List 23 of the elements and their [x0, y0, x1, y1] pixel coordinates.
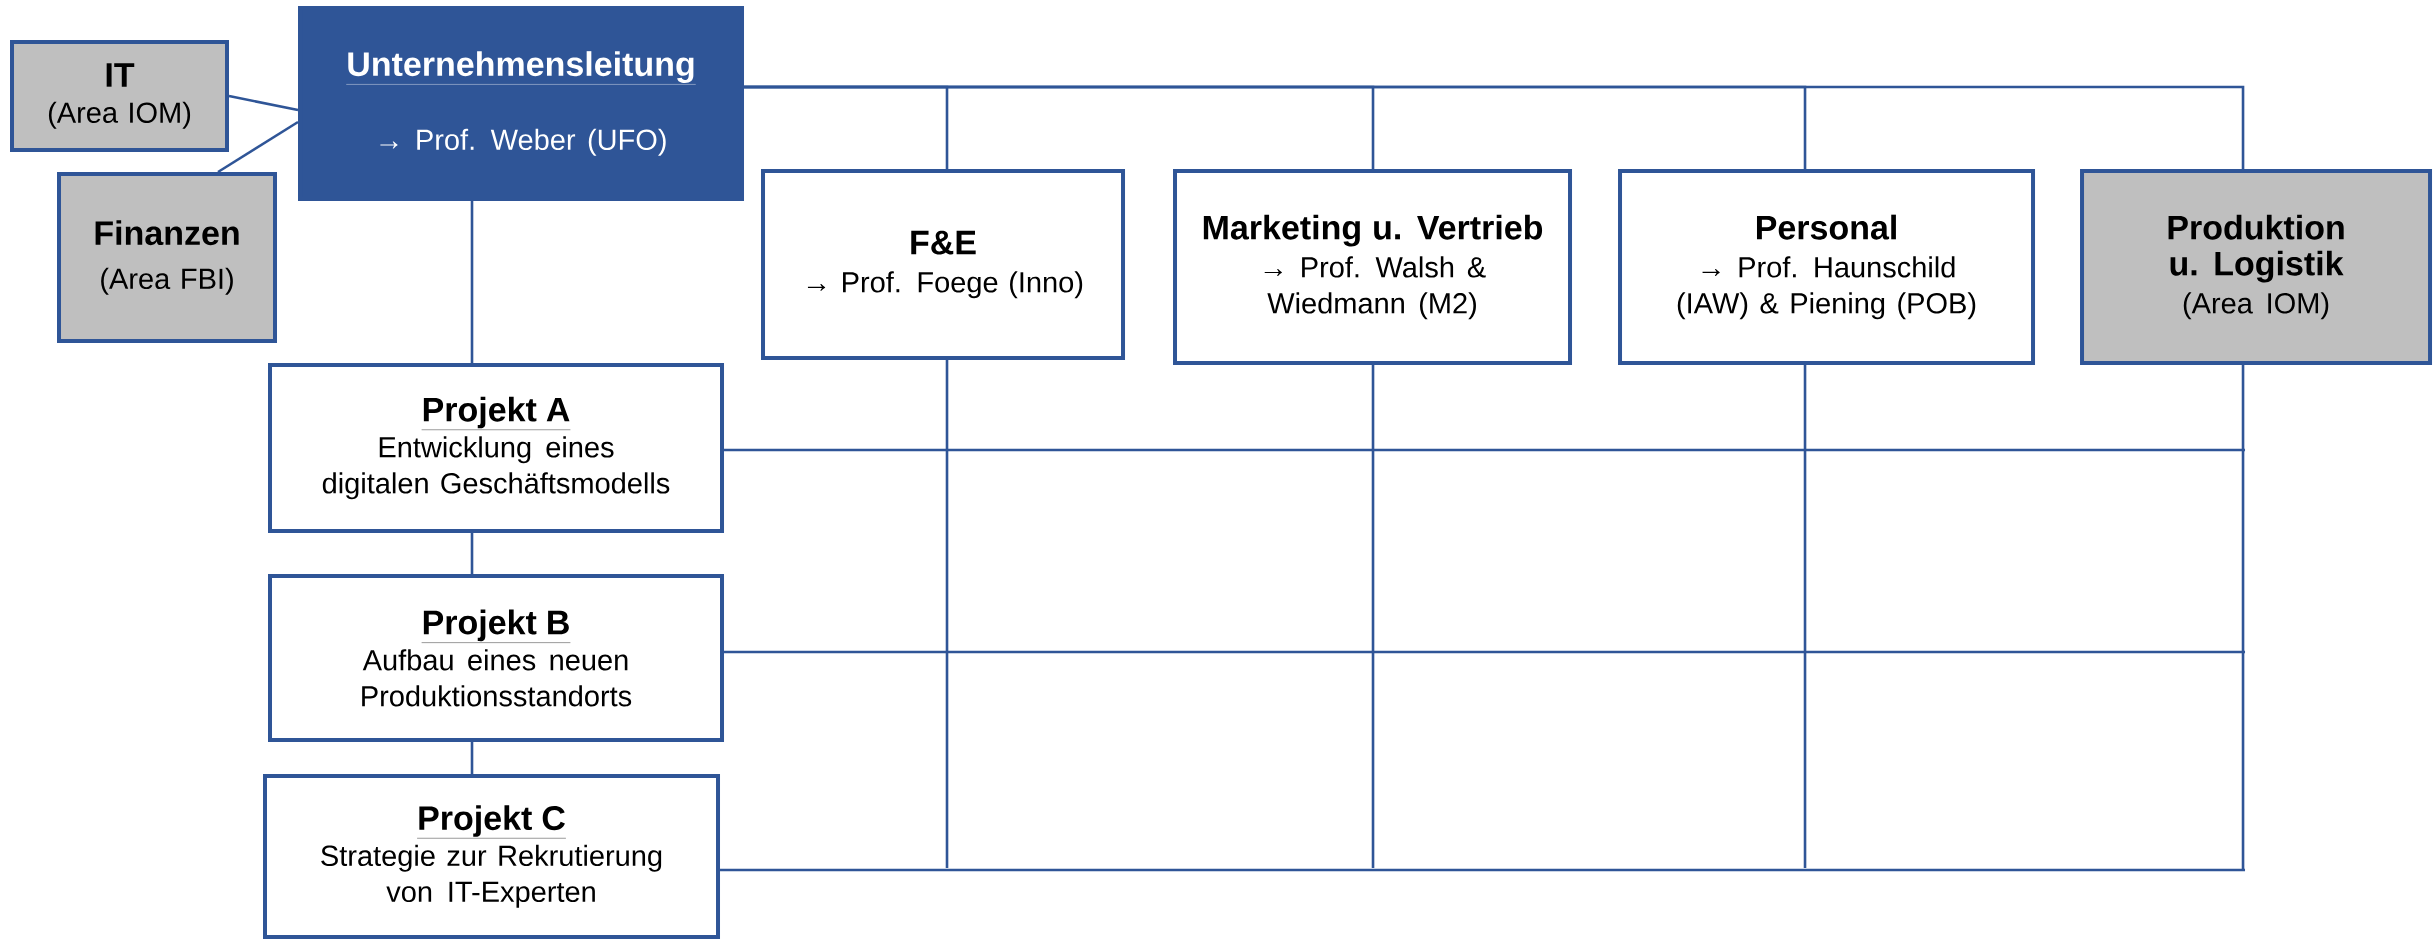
org-unit-box: Produktion u. Logistik (Area IOM) [2080, 169, 2433, 365]
connector-line [2241, 365, 2245, 870]
org-unit-box: Finanzen (Area FBI) [57, 172, 277, 343]
connector-line [228, 94, 299, 112]
connector-line [470, 533, 474, 574]
org-unit-box: Projekt C Strategie zur Rekrutierung von IT-Experten [263, 774, 720, 939]
connector-line [1371, 365, 1375, 868]
connector-line [470, 742, 474, 774]
connector-line [945, 360, 949, 868]
org-unit-box: IT (Area IOM) [10, 40, 229, 152]
connector-line [724, 650, 2246, 654]
org-unit-box: Personal → Prof. Haunschild (IAW) & Piening (POB) [1618, 169, 2035, 365]
org-unit-box: Projekt B Aufbau eines neuen Produktionsstandorts [268, 574, 724, 742]
connector-line [1803, 365, 1807, 868]
connector-line [470, 201, 474, 363]
connector-line [217, 120, 299, 174]
org-unit-box: Unternehmensleitung → Prof. Weber (UFO) [298, 6, 744, 201]
connector-line [720, 868, 2246, 872]
org-unit-box: Projekt A Entwicklung eines digitalen Geschäftsmodells [268, 363, 724, 533]
connector-line [724, 448, 2246, 452]
org-unit-box: F&E → Prof. Foege (Inno) [761, 169, 1125, 360]
org-unit-box: Marketing u. Vertrieb → Prof. Walsh & Wiedmann (M2) [1173, 169, 1572, 365]
connector-line [744, 85, 2245, 169]
